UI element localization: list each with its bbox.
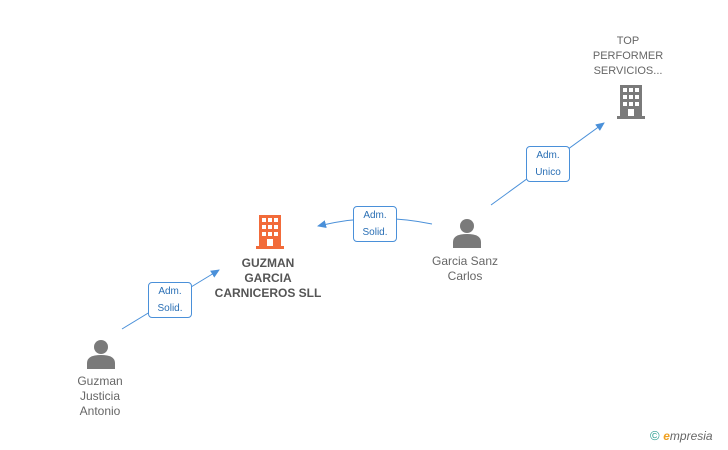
edge-label-guzman-to-main[interactable]: Adm. Solid. bbox=[148, 282, 192, 318]
person-icon[interactable] bbox=[452, 218, 482, 248]
company-label-line: SERVICIOS... bbox=[593, 65, 663, 77]
company-label-top[interactable]: TOP PERFORMER SERVICIOS... bbox=[578, 34, 678, 79]
brand-initial: e bbox=[663, 429, 670, 443]
brand-name: mpresia bbox=[669, 429, 713, 443]
company-label-line: GUZMAN bbox=[241, 256, 295, 270]
edge-label-line: Solid. bbox=[362, 227, 388, 238]
building-icon[interactable] bbox=[615, 85, 647, 119]
person-label-guzman[interactable]: Guzman Justicia Antonio bbox=[50, 374, 150, 419]
building-icon[interactable] bbox=[254, 215, 286, 249]
edge-label-line: Adm. bbox=[363, 210, 387, 221]
company-label-main[interactable]: GUZMAN GARCIA CARNICEROS SLL bbox=[208, 256, 328, 301]
brand-logo: empresia bbox=[663, 429, 712, 443]
company-label-line: TOP bbox=[616, 35, 640, 47]
edge-label-line: Adm. bbox=[158, 286, 182, 297]
footer-brand: © empresia bbox=[650, 428, 713, 443]
company-label-line: GARCIA bbox=[244, 271, 292, 285]
person-label-line: Antonio bbox=[79, 404, 121, 418]
person-icon[interactable] bbox=[86, 339, 116, 369]
copyright-icon: © bbox=[650, 428, 660, 443]
person-label-line: Carlos bbox=[447, 269, 483, 283]
edge-label-garcia-to-top[interactable]: Adm. Unico bbox=[526, 146, 570, 182]
company-label-line: PERFORMER bbox=[592, 50, 664, 62]
company-label-line: CARNICEROS SLL bbox=[214, 286, 322, 300]
person-label-line: Justicia bbox=[79, 389, 120, 403]
edge-label-garcia-to-main[interactable]: Adm. Solid. bbox=[353, 206, 397, 242]
edge-label-line: Solid. bbox=[157, 303, 183, 314]
edge-label-line: Adm. bbox=[536, 150, 560, 161]
person-label-line: Garcia Sanz bbox=[431, 254, 499, 268]
edge-label-line: Unico bbox=[535, 167, 561, 178]
person-label-garcia[interactable]: Garcia Sanz Carlos bbox=[415, 254, 515, 284]
person-label-line: Guzman bbox=[77, 374, 123, 388]
